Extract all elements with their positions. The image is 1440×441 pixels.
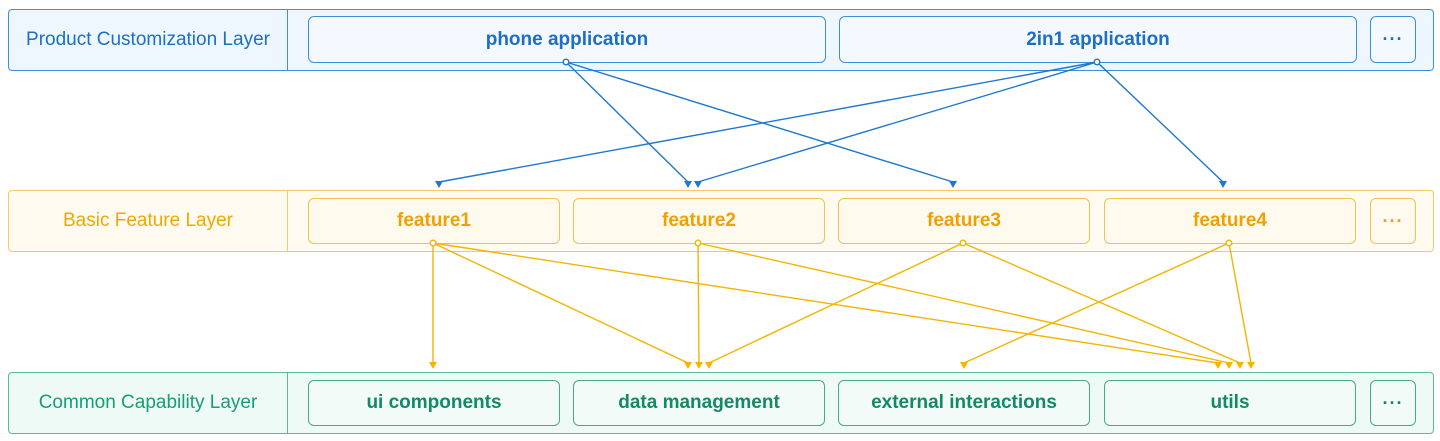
feature-dependency-arrowhead [705, 362, 713, 369]
feature-dependency-line [963, 242, 1230, 364]
product-dependency-arrowhead [684, 181, 692, 188]
product-dependency-line [565, 61, 689, 183]
ui-components-box[interactable]: ui components [308, 380, 560, 426]
feature-dependency-arrowhead [1247, 362, 1255, 369]
product-layer-label: Product Customization Layer [9, 10, 288, 70]
product-dependency-line [1096, 61, 1224, 183]
feature-dependency-arrowhead [1236, 362, 1244, 369]
feature-dependency-line [708, 242, 964, 364]
data-management-box[interactable]: data management [573, 380, 825, 426]
feature-dependency-line [697, 242, 1230, 364]
feature-dependency-arrowhead [429, 362, 437, 369]
product-dependency-line [697, 61, 1098, 183]
common-layer-label: Common Capability Layer [9, 373, 288, 433]
phone-application-box[interactable]: phone application [308, 16, 826, 63]
feature-dependency-arrowhead [695, 362, 703, 369]
common-more-box[interactable]: ··· [1370, 380, 1416, 426]
feature-dependency-arrowhead [684, 362, 692, 369]
product-dependency-arrowhead [949, 181, 957, 188]
product-more-box[interactable]: ··· [1370, 16, 1416, 63]
feature-dependency-line [432, 242, 1219, 364]
feature-dependency-line [697, 242, 700, 364]
common-capability-layer: Common Capability Layer ui components da… [8, 372, 1434, 434]
feature-more-box[interactable]: ··· [1370, 198, 1416, 244]
feature-dependency-arrowhead [1225, 362, 1233, 369]
feature-layer-label: Basic Feature Layer [9, 191, 288, 251]
product-dependency-line [438, 61, 1098, 183]
product-dependency-arrowhead [435, 181, 443, 188]
feature3-box[interactable]: feature3 [838, 198, 1090, 244]
feature-dependency-arrowhead [960, 362, 968, 369]
feature1-box[interactable]: feature1 [308, 198, 560, 244]
feature-dependency-arrowhead [1214, 362, 1222, 369]
utils-box[interactable]: utils [1104, 380, 1356, 426]
feature-dependency-line [962, 242, 1241, 364]
external-interactions-box[interactable]: external interactions [838, 380, 1090, 426]
feature4-box[interactable]: feature4 [1104, 198, 1356, 244]
product-dependency-arrowhead [1219, 181, 1227, 188]
feature2-box[interactable]: feature2 [573, 198, 825, 244]
product-customization-layer: Product Customization Layer phone applic… [8, 9, 1434, 71]
product-dependency-line [565, 61, 954, 183]
2in1-application-box[interactable]: 2in1 application [839, 16, 1357, 63]
product-dependency-arrowhead [694, 181, 702, 188]
feature-dependency-line [432, 242, 689, 364]
feature-dependency-line [1228, 242, 1252, 364]
basic-feature-layer: Basic Feature Layer feature1 feature2 fe… [8, 190, 1434, 252]
